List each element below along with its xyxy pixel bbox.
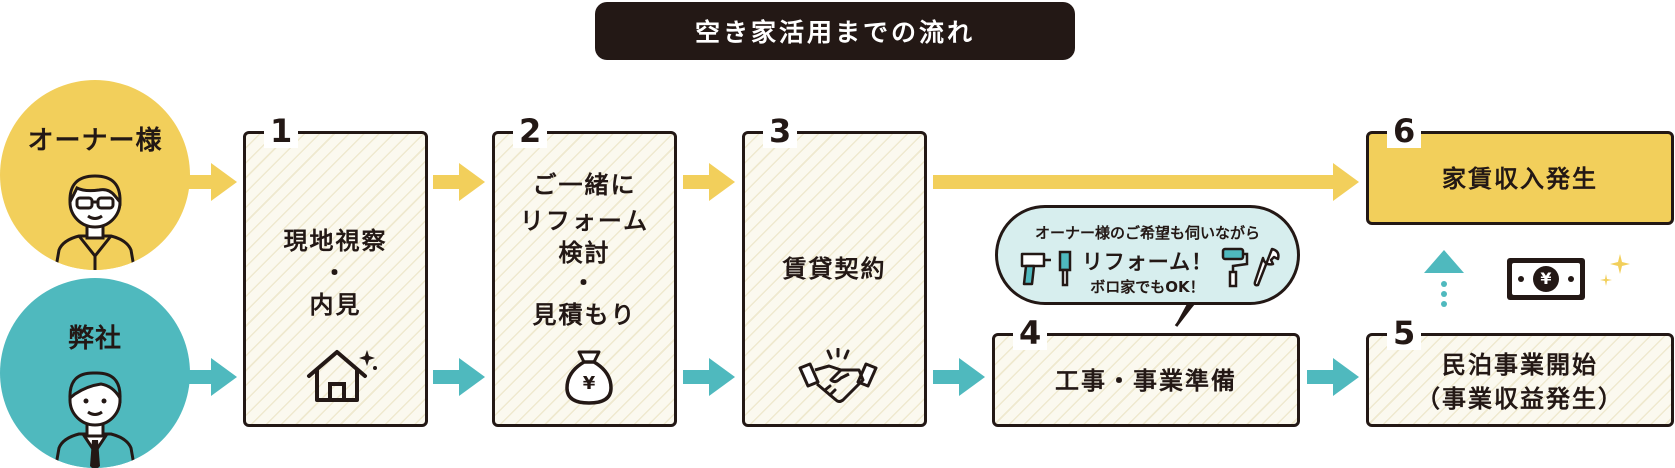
owner-arrows xyxy=(185,163,1359,201)
step-3-number: 3 xyxy=(763,114,798,148)
money-bag-icon: ¥ xyxy=(563,348,615,406)
step-2-line-3: 検討 xyxy=(558,239,611,267)
owner-label: オーナー様 xyxy=(27,126,163,156)
step-2-line-1: ご一緒に xyxy=(532,171,637,199)
step-1-line-1: 現地視察 xyxy=(283,227,388,255)
handshake-icon xyxy=(798,348,878,403)
income-up-arrow xyxy=(1424,250,1464,307)
company-person-icon xyxy=(53,371,137,468)
owner-circle: オーナー様 xyxy=(0,80,190,270)
step-5-number: 5 xyxy=(1387,316,1422,350)
step-2-line-4: ・ xyxy=(571,269,598,297)
paint-brush-icon xyxy=(1058,250,1072,287)
company-label: 弊社 xyxy=(67,324,122,354)
step-3-line-1: 賃貸契約 xyxy=(782,255,887,283)
step-5-box: 5 民泊事業開始 （事業収益発生） xyxy=(1366,316,1674,427)
step-1-box: 1 現地視察 ・ 内見 xyxy=(243,114,428,427)
step-6-number: 6 xyxy=(1387,114,1422,148)
step-6-box: 6 家賃収入発生 xyxy=(1366,114,1674,225)
company-circle: 弊社 xyxy=(0,278,190,468)
step-2-box: 2 ご一緒に リフォーム 検討 ・ 見積もり ¥ xyxy=(492,114,677,427)
bubble-top-text: オーナー様のご希望も伺いながら xyxy=(1034,224,1260,242)
money-bag-symbol: ¥ xyxy=(582,373,596,394)
step-4-box: 4 工事・事業準備 xyxy=(992,316,1300,427)
sparkle-icon xyxy=(1600,254,1630,286)
step-1-line-2: ・ xyxy=(322,259,349,287)
bubble-main-text: リフォーム！ xyxy=(1081,250,1214,274)
flow-title: 空き家活用までの流れ xyxy=(595,2,1075,60)
step-1-line-3: 内見 xyxy=(309,291,362,319)
banknote-symbol: ¥ xyxy=(1540,269,1552,288)
bubble-sub-text: ボロ家でもOK！ xyxy=(1090,278,1205,296)
step-4-line-1: 工事・事業準備 xyxy=(1055,367,1237,395)
step-5-line-1: 民泊事業開始 xyxy=(1442,351,1598,379)
wrench-icon xyxy=(1253,247,1280,287)
step-3-box: 3 賃貸契約 xyxy=(742,114,927,427)
drill-icon xyxy=(1020,252,1051,286)
step-2-line-5: 見積もり xyxy=(532,301,637,329)
step-2-line-2: リフォーム xyxy=(519,207,650,235)
step-2-number: 2 xyxy=(513,114,548,148)
house-icon xyxy=(307,350,377,402)
step-1-number: 1 xyxy=(264,114,299,148)
owner-person-icon xyxy=(53,174,137,270)
reform-speech-bubble: オーナー様のご希望も伺いながら リフォーム！ ボロ家でもOK！ xyxy=(995,205,1300,305)
paint-roller-icon xyxy=(1221,247,1249,288)
company-arrows xyxy=(185,358,1359,396)
step-4-number: 4 xyxy=(1013,316,1048,350)
banknote-icon: ¥ xyxy=(1505,256,1587,302)
step-5-line-2: （事業収益発生） xyxy=(1416,385,1624,413)
step-6-line-1: 家賃収入発生 xyxy=(1442,165,1598,193)
